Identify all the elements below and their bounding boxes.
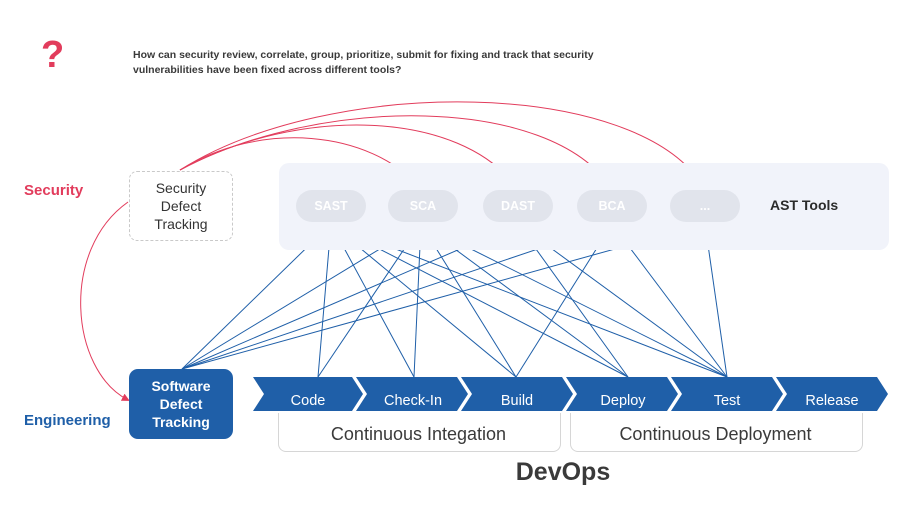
stage-deploy: Deploy [600, 393, 646, 409]
security-defect-tracking-box: Security Defect Tracking [129, 171, 233, 241]
stage-release: Release [805, 393, 859, 409]
stage-code: Code [290, 393, 326, 409]
cd-group-label: Continuous Deployment [619, 424, 812, 444]
chevron-test [671, 377, 783, 411]
arrow-to-software-tracking [80, 201, 130, 401]
stage-test: Test [713, 393, 741, 409]
ast-tool-dast: DAST [483, 190, 553, 222]
software-tracking-line-1: Software [151, 378, 211, 394]
software-tracking-line-2: Defect [159, 396, 203, 412]
security-tracking-line-2: Defect [160, 198, 202, 214]
question-mark-icon: ? [41, 34, 65, 76]
question-text: How can security review, correlate, grou… [133, 49, 594, 76]
ast-tool-sast: SAST [296, 190, 366, 222]
security-tracking-line-3: Tracking [154, 216, 208, 232]
chevron-build [461, 377, 573, 411]
ci-group-label: Continuous Integation [330, 424, 507, 444]
software-defect-tracking-box: Software Defect Tracking [129, 369, 233, 439]
security-tracking-line-1: Security [155, 180, 207, 196]
stage-check-in: Check-In [383, 393, 443, 409]
chevron-check-in [356, 377, 468, 411]
ast-tools-label: AST Tools [770, 197, 839, 213]
devops-title: DevOps [515, 458, 611, 486]
ast-tool-sca: SCA [388, 190, 458, 222]
pipeline-chevrons [253, 377, 888, 411]
ast-tool-bca: BCA [577, 190, 647, 222]
stage-build: Build [500, 393, 534, 409]
cd-group-box [570, 413, 863, 452]
ci-group-box [278, 413, 561, 452]
software-tracking-line-3: Tracking [152, 414, 210, 430]
chevron-release [776, 377, 888, 411]
chevron-deploy [566, 377, 678, 411]
arrow-to-bca [179, 115, 613, 190]
lane-label-engineering: Engineering [24, 412, 111, 429]
arrow-to-more [179, 101, 706, 190]
lane-label-security: Security [24, 182, 84, 199]
chevron-code [253, 377, 363, 411]
ast-tool-more: ... [670, 190, 740, 222]
